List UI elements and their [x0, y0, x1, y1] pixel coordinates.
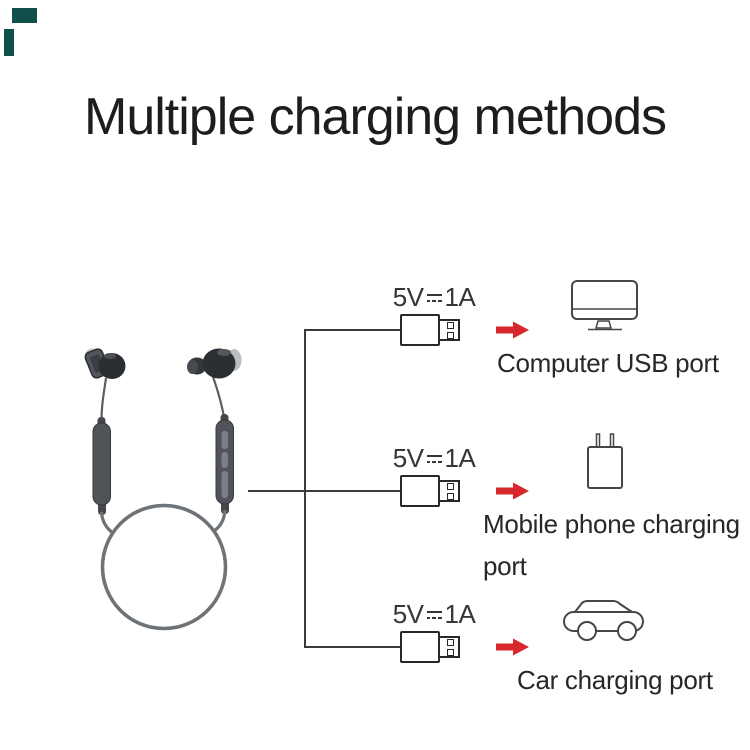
- arrow-right-icon: [496, 482, 529, 500]
- cable-loop: [100, 503, 228, 631]
- power-spec: 5V 1A: [392, 598, 476, 629]
- dc-symbol-icon: [426, 293, 442, 303]
- usb-pin-icon: [447, 649, 454, 656]
- connector-line-bottom: [304, 646, 401, 648]
- corner-watermark-mark: [4, 29, 14, 56]
- usb-pin-icon: [447, 639, 454, 646]
- page-title: Multiple charging methods: [84, 88, 667, 146]
- left-earbud-icon: [84, 348, 126, 379]
- cable-entry-left: [99, 511, 114, 535]
- usb-pin-icon: [447, 332, 454, 339]
- usb-pin-icon: [447, 322, 454, 329]
- connector-line-vertical: [304, 329, 306, 648]
- phone-charger-icon: [587, 433, 623, 489]
- right-earbud-icon: [187, 348, 242, 379]
- voltage-value: 5V: [392, 281, 424, 312]
- usb-plug-icon: [400, 314, 440, 346]
- right-control-module: [215, 414, 234, 514]
- multifunction-button: [221, 452, 228, 468]
- cable-entry-right: [213, 509, 227, 533]
- branch-label: Computer USB port: [497, 348, 719, 378]
- earphones-illustration: [84, 348, 242, 631]
- usb-pin-icon: [447, 493, 454, 500]
- usb-pin-icon: [447, 483, 454, 490]
- corner-watermark-mark: [12, 8, 37, 23]
- usb-plug-icon: [400, 631, 440, 663]
- connector-line-top: [304, 329, 401, 331]
- arrow-right-icon: [496, 321, 529, 339]
- dc-symbol-icon: [426, 610, 442, 620]
- voltage-value: 5V: [392, 598, 424, 629]
- usb-plug-icon: [400, 475, 440, 507]
- left-control-module: [92, 417, 111, 515]
- branch-label: Car charging port: [517, 665, 713, 695]
- connector-line-middle: [248, 490, 401, 492]
- arrow-right-icon: [496, 638, 529, 656]
- volume-up-button: [221, 431, 228, 449]
- voltage-value: 5V: [392, 442, 424, 473]
- computer-monitor-icon: [571, 280, 638, 331]
- power-spec: 5V 1A: [392, 442, 476, 473]
- current-value: 1A: [444, 442, 476, 473]
- power-spec: 5V 1A: [392, 281, 476, 312]
- current-value: 1A: [444, 281, 476, 312]
- volume-down-button: [221, 471, 228, 498]
- current-value: 1A: [444, 598, 476, 629]
- branch-label: Mobile phone charging port: [483, 509, 740, 581]
- dc-symbol-icon: [426, 454, 442, 464]
- car-icon: [563, 600, 644, 641]
